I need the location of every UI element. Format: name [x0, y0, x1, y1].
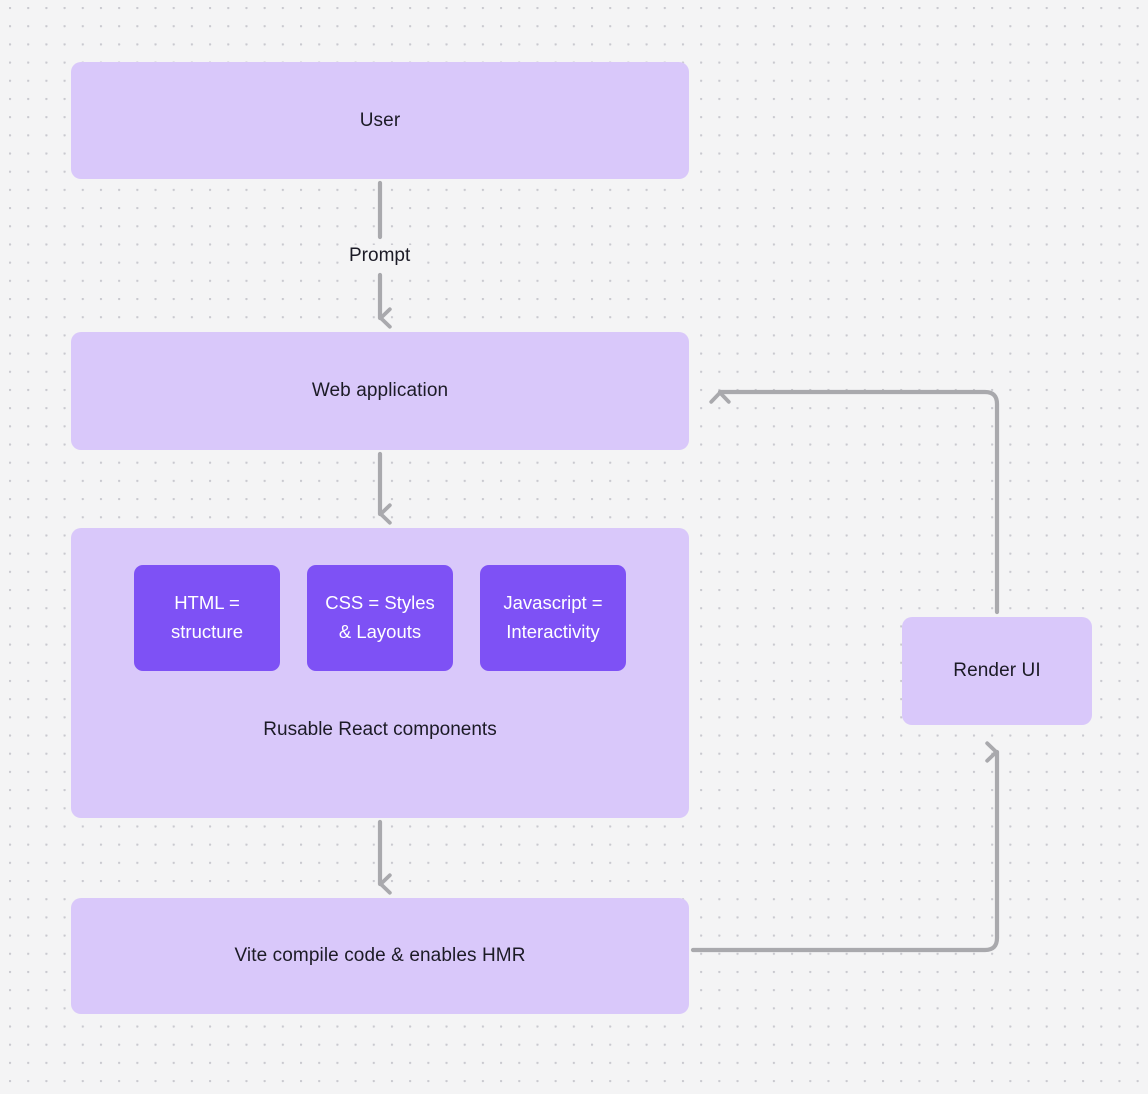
- inner-node-html[interactable]: HTML = structure: [134, 565, 280, 671]
- inner-node-css-line-1: CSS = Styles: [325, 592, 435, 614]
- node-vite-label: Vite compile code & enables HMR: [234, 945, 526, 967]
- node-web-application-label: Web application: [311, 380, 449, 402]
- edge-vite-to-render: [690, 741, 1000, 953]
- inner-node-row: HTML = structure CSS = Styles & Layouts …: [71, 565, 689, 671]
- inner-node-html-line-1: HTML =: [174, 592, 240, 614]
- inner-node-css-label: CSS = Styles & Layouts: [325, 589, 435, 646]
- inner-node-javascript-line-1: Javascript =: [503, 592, 603, 614]
- inner-node-css[interactable]: CSS = Styles & Layouts: [307, 565, 453, 671]
- edge-label-prompt: Prompt: [342, 245, 418, 267]
- inner-node-css-line-2: & Layouts: [338, 621, 422, 642]
- node-react-components[interactable]: HTML = structure CSS = Styles & Layouts …: [71, 528, 689, 818]
- edge-render-to-webapp: [709, 389, 1000, 615]
- node-user[interactable]: User: [71, 62, 689, 179]
- inner-node-javascript-line-2: Interactivity: [506, 621, 600, 642]
- node-render-ui-label: Render UI: [953, 660, 1041, 682]
- inner-node-html-line-2: structure: [171, 621, 243, 642]
- node-render-ui[interactable]: Render UI: [902, 617, 1092, 725]
- node-react-components-caption: Rusable React components: [263, 719, 497, 740]
- node-vite[interactable]: Vite compile code & enables HMR: [71, 898, 689, 1014]
- inner-node-html-label: HTML = structure: [171, 589, 243, 646]
- node-web-application[interactable]: Web application: [71, 332, 689, 450]
- inner-node-javascript-label: Javascript = Interactivity: [503, 589, 602, 646]
- inner-node-javascript[interactable]: Javascript = Interactivity: [480, 565, 626, 671]
- node-user-label: User: [359, 109, 401, 131]
